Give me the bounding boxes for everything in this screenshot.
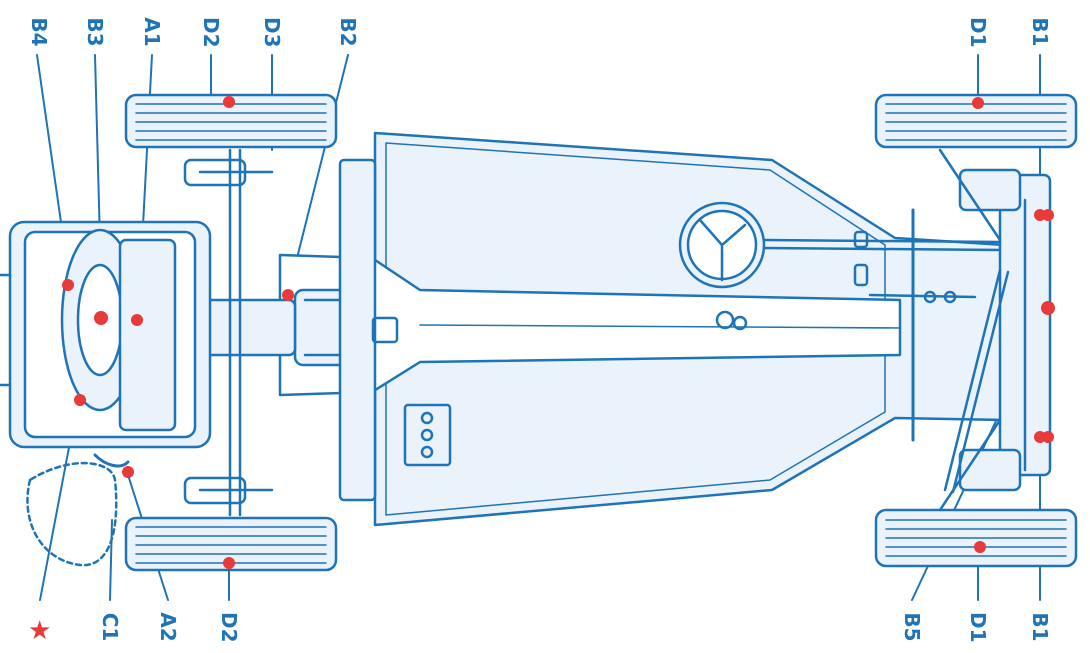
label-b4: B4 xyxy=(27,17,51,47)
label-b1-bottom: B1 xyxy=(1028,612,1052,642)
grease-points xyxy=(62,96,1055,569)
air-filter xyxy=(26,461,118,567)
label-d1-bottom: D1 xyxy=(966,612,990,643)
label-d3: D3 xyxy=(260,17,284,48)
label-b2: B2 xyxy=(336,17,360,47)
label-c1: C1 xyxy=(98,612,122,642)
tread-lines xyxy=(135,103,1067,564)
instrument-box xyxy=(371,316,452,467)
label-a1: A1 xyxy=(140,17,164,47)
engine xyxy=(0,220,212,449)
asterisk-star-icon: ★ xyxy=(28,616,52,646)
steering xyxy=(678,201,1010,494)
gearbox xyxy=(203,288,357,367)
label-d1-top: D1 xyxy=(966,17,990,48)
label-a2: A2 xyxy=(156,612,180,642)
label-b3: B3 xyxy=(83,17,107,47)
rear-axle xyxy=(183,148,377,517)
tunnel xyxy=(278,253,902,397)
label-d2-top: D2 xyxy=(199,17,223,48)
label-b1-top: B1 xyxy=(1028,17,1052,47)
label-b5: B5 xyxy=(900,612,924,642)
label-d2-bottom: D2 xyxy=(217,612,241,643)
front-axle xyxy=(938,148,1052,512)
controls xyxy=(715,230,977,331)
